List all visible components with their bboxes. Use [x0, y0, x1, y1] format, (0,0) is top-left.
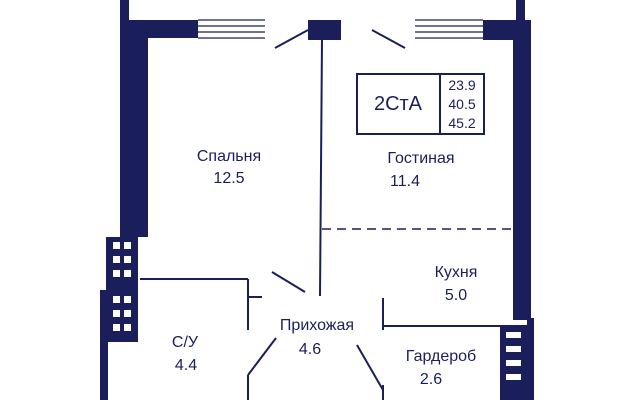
area-living: 23.9 — [448, 77, 475, 93]
room-living-name: Гостиная — [387, 150, 454, 167]
window-living — [415, 19, 483, 39]
wall-right — [513, 20, 531, 320]
room-bedroom-name: Спальня — [197, 148, 261, 165]
room-kitchen-name: Кухня — [435, 264, 478, 281]
area-total: 40.5 — [448, 96, 475, 112]
wall-top-middle — [308, 20, 341, 40]
room-bathroom-name: С/У — [172, 334, 199, 351]
room-bathroom-area: 4.4 — [175, 357, 197, 374]
room-wardrobe-name: Гардероб — [406, 348, 476, 365]
room-hallway-name: Прихожая — [280, 317, 354, 334]
room-bedroom-area: 12.5 — [213, 170, 244, 187]
partition-bedroom-living — [319, 39, 323, 297]
apartment-type-code: 2СтА — [374, 93, 423, 115]
wall-top-left-upper — [120, 0, 129, 22]
area-with-balcony: 45.2 — [448, 115, 475, 131]
room-living-area: 11.4 — [390, 173, 420, 190]
door-wardrobe — [356, 344, 384, 391]
door-bedroom-balcony — [274, 29, 309, 49]
ventilation-shaft — [106, 237, 138, 342]
window-bedroom — [198, 19, 265, 39]
room-wardrobe-area: 2.6 — [420, 371, 442, 388]
apartment-badge: 2СтА 23.9 40.5 45.2 — [356, 73, 485, 135]
wall-right-lower — [527, 318, 534, 400]
door-bathroom — [247, 337, 277, 376]
door-bedroom — [271, 271, 306, 293]
wall-left-lower — [100, 290, 108, 400]
room-kitchen-area: 5.0 — [445, 287, 467, 304]
room-hallway-area: 4.6 — [299, 341, 321, 358]
wall-top-right-upper — [516, 0, 525, 22]
wall-left — [120, 20, 148, 237]
door-living-balcony — [371, 29, 406, 49]
ventilation-shaft-right — [500, 325, 527, 400]
